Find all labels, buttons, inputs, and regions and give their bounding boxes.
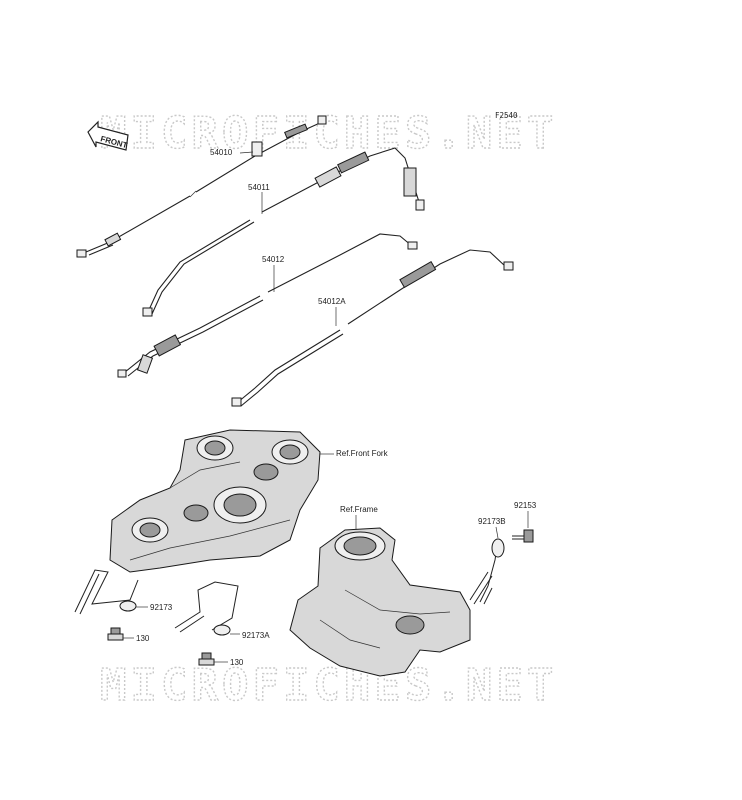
top-yoke-assembly [109,429,321,573]
callout-130-a: 130 [136,634,150,643]
bolt-130-b [198,652,215,666]
callout-54011: 54011 [248,183,270,192]
callout-92173: 92173 [150,603,173,612]
frame-head-section [289,527,493,677]
cable-54012 [117,233,418,378]
callout-92153: 92153 [514,501,537,510]
callout-ref-front-fork: Ref.Front Fork [336,449,389,458]
clamp-92173 [74,569,139,615]
callout-54012: 54012 [262,255,285,264]
cable-54010 [76,115,327,258]
watermark-bottom: MICROFICHES.NET [100,660,557,711]
callout-54012A: 54012A [318,297,346,306]
figure-code: F2540 [495,111,518,120]
callout-130-b: 130 [230,658,244,667]
bolt-92153 [512,529,534,543]
clamp-92173B [479,538,505,605]
clamp-92173A [174,581,239,636]
callout-ref-frame: Ref.Frame [340,505,378,514]
cable-54011 [142,147,425,317]
bolt-130-a [107,627,124,641]
cable-54012A [231,249,514,407]
watermark-top: MICROFICHES.NET [100,108,557,159]
callout-54010: 54010 [210,148,233,157]
callout-92173A: 92173A [242,631,270,640]
callout-92173B: 92173B [478,517,506,526]
